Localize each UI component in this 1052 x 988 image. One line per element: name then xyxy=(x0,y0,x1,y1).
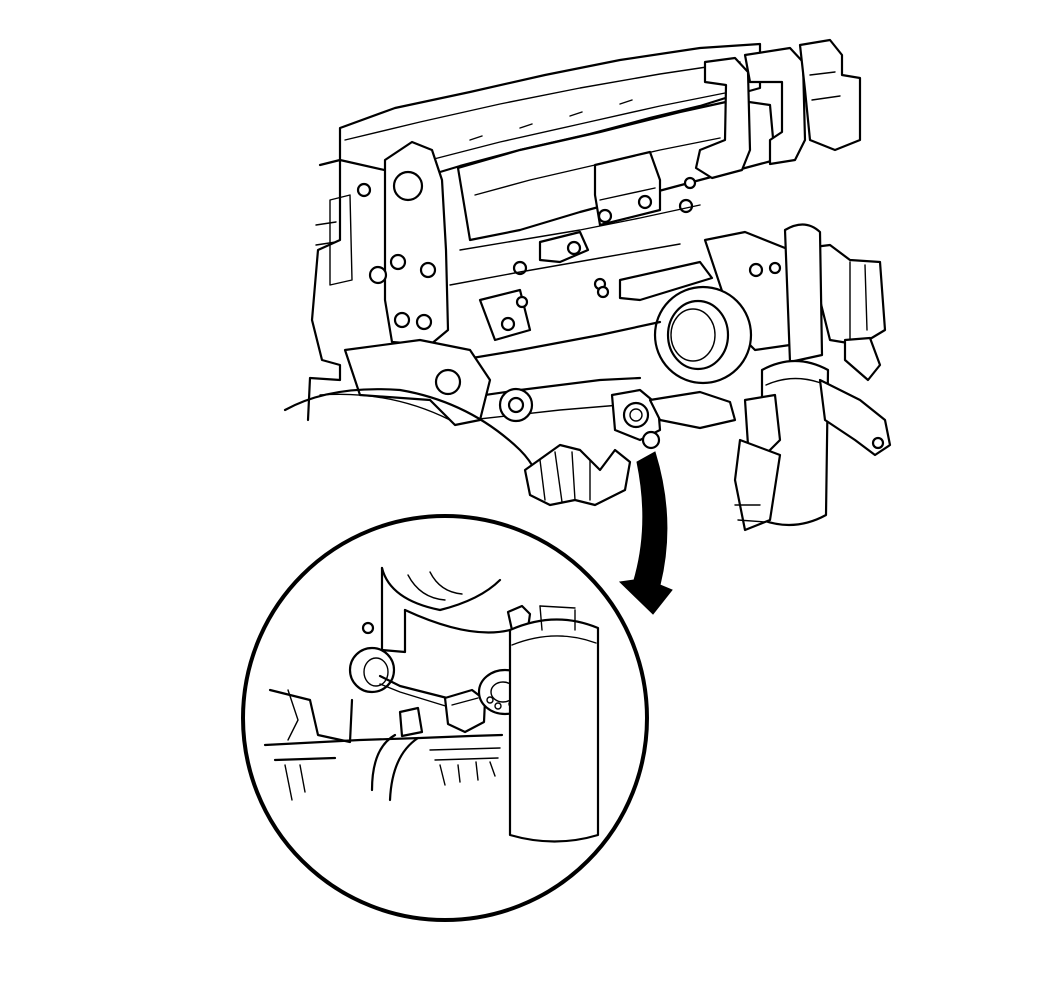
detail-inset xyxy=(241,514,649,922)
callout-arrow xyxy=(618,451,673,615)
air-boot xyxy=(523,443,632,507)
detail-oil-filter xyxy=(508,618,600,843)
engine-block-front xyxy=(306,158,342,422)
turbocharger xyxy=(653,230,887,385)
oil-filter xyxy=(760,360,830,527)
wiring-connector xyxy=(743,393,782,462)
exhaust-pipe-left xyxy=(694,56,752,180)
exhaust-flange xyxy=(798,38,862,152)
exhaust-pipe-right xyxy=(743,46,807,166)
oil-filter-housing xyxy=(783,223,824,364)
front-cover-plate xyxy=(383,140,450,347)
engine-assembly xyxy=(283,38,892,532)
oil-pressure-sensor xyxy=(610,388,737,450)
